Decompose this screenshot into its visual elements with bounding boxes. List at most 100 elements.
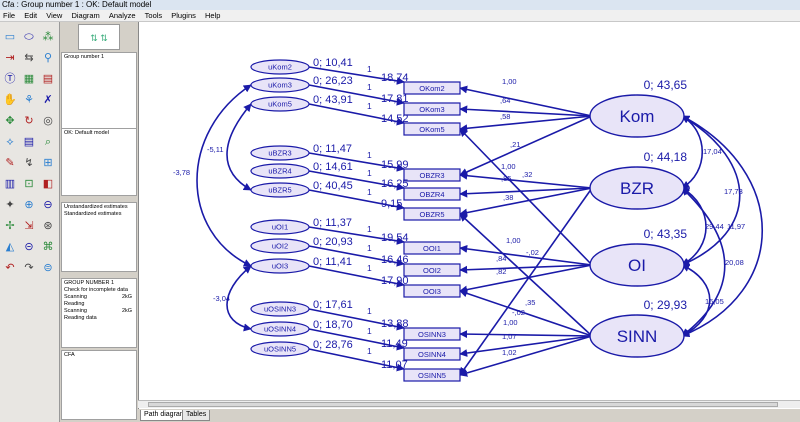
file-item[interactable]: CFA xyxy=(64,352,75,358)
tool-icon[interactable]: ⁂ xyxy=(42,31,54,43)
tool-icon[interactable]: ◭ xyxy=(5,241,15,253)
log-line: Reading data xyxy=(64,315,97,321)
menu-view[interactable]: View xyxy=(46,11,63,20)
standardized-option[interactable]: Standardized estimates xyxy=(64,211,122,217)
tool-icon[interactable]: ✗ xyxy=(43,94,53,106)
tool-icon[interactable]: ✥ xyxy=(5,115,15,127)
error-path xyxy=(308,245,405,267)
menu-analyze[interactable]: Analyze xyxy=(108,11,136,20)
loading-path xyxy=(459,335,593,357)
files-panel[interactable]: CFA xyxy=(61,350,137,420)
tool-icon[interactable]: ⚲ xyxy=(43,52,53,64)
loading-label: ,35 xyxy=(525,298,535,307)
tool-icon[interactable]: ⇆ xyxy=(24,52,34,64)
error-node-label: uKom5 xyxy=(268,100,292,109)
tool-icon[interactable]: ▭ xyxy=(4,31,16,43)
tool-icon[interactable]: ⊜ xyxy=(43,262,53,274)
tool-icon[interactable]: ✎ xyxy=(5,157,15,169)
observed-node-osinn3 xyxy=(403,327,461,341)
model-switch-icon[interactable]: ⇅ ⇅ xyxy=(78,24,120,50)
loading-label: 1,07 xyxy=(502,332,517,341)
tool-icon[interactable]: ▦ xyxy=(23,73,35,85)
intercept-label: 17,81 xyxy=(381,93,409,105)
unstandardized-option[interactable]: Unstandardized estimates xyxy=(64,204,128,210)
tool-icon[interactable]: ⊝ xyxy=(24,241,34,253)
error-variance-label: 0; 14,61 xyxy=(313,161,353,173)
error-variance-label: 0; 17,61 xyxy=(313,299,353,311)
loading-label: -,02 xyxy=(512,308,525,317)
tool-icon[interactable]: ⚘ xyxy=(24,94,34,106)
horizontal-scrollbar[interactable] xyxy=(138,400,800,408)
latent-variance-label: 0; 44,18 xyxy=(644,150,688,164)
tool-icon[interactable]: ▤ xyxy=(23,136,35,148)
menu-file[interactable]: File xyxy=(3,11,16,20)
menu-tools[interactable]: Tools xyxy=(144,11,163,20)
tool-icon[interactable]: ⇥ xyxy=(5,52,15,64)
factor-covariance xyxy=(681,264,711,337)
group-item[interactable]: Group number 1 xyxy=(64,54,105,60)
estimates-panel[interactable]: Unstandardized estimates Standardized es… xyxy=(61,202,137,272)
tool-icon[interactable]: ⊖ xyxy=(43,199,53,211)
tool-icon[interactable]: ✦ xyxy=(5,199,15,211)
tool-icon[interactable]: ↷ xyxy=(24,262,34,274)
latent-variance-label: 0; 29,93 xyxy=(644,298,688,312)
error-node-label: uOSINN5 xyxy=(264,345,296,354)
latent-node-label: SINN xyxy=(617,327,658,346)
tool-icon[interactable]: ⊛ xyxy=(43,220,53,232)
tool-icon[interactable]: ⊕ xyxy=(24,199,34,211)
menu-edit[interactable]: Edit xyxy=(24,11,38,20)
tool-icon[interactable]: ⌘ xyxy=(42,241,54,253)
loading-path xyxy=(459,330,593,339)
tool-icon[interactable]: ⇲ xyxy=(24,220,34,232)
observed-node-okom3 xyxy=(403,102,461,116)
observed-node-okom5 xyxy=(403,122,461,136)
model-item[interactable]: OK: Default model xyxy=(64,130,109,136)
loading-path xyxy=(459,128,593,266)
tool-icon[interactable]: ⌕ xyxy=(44,136,52,148)
log-line: Scanning 2kG xyxy=(64,308,133,314)
loading-path xyxy=(459,171,593,189)
factor-covariance xyxy=(681,115,741,266)
observed-node-label: OSINN4 xyxy=(418,350,446,359)
error-variance-label: 0; 11,47 xyxy=(313,143,352,155)
tab-tables[interactable]: Tables xyxy=(182,410,211,421)
error-node-ubzr5 xyxy=(250,182,310,198)
tool-icon[interactable]: ✢ xyxy=(5,220,15,232)
error-node-label: uOI2 xyxy=(272,242,288,251)
error-loading-label: 1 xyxy=(367,224,372,234)
menu-help[interactable]: Help xyxy=(204,11,221,20)
tool-icon[interactable]: ↻ xyxy=(24,115,34,127)
observed-node-ooi1 xyxy=(403,241,461,255)
tool-icon[interactable]: Ⓣ xyxy=(4,73,16,85)
error-path xyxy=(308,265,405,288)
tool-icon[interactable]: ↶ xyxy=(5,262,15,274)
tool-icon[interactable]: ◎ xyxy=(43,115,53,127)
error-path xyxy=(308,189,405,211)
path-diagram[interactable]: 1,00,64,58,211,00,85,32,381,00-,02,84,82… xyxy=(139,22,800,400)
scroll-thumb[interactable] xyxy=(148,402,778,407)
loading-path xyxy=(459,85,593,117)
observed-node-label: OSINN5 xyxy=(418,371,446,380)
error-loading-label: 1 xyxy=(367,346,372,356)
error-variance-label: 0; 10,41 xyxy=(313,57,353,69)
menu-plugins[interactable]: Plugins xyxy=(171,11,196,20)
error-path xyxy=(308,84,405,106)
error-node-label: uOSINN3 xyxy=(264,305,296,314)
menu-diagram[interactable]: Diagram xyxy=(71,11,100,20)
intercept-label: 14,52 xyxy=(381,113,409,125)
tool-icon[interactable]: ⟡ xyxy=(6,136,14,148)
tool-icon[interactable]: ⬭ xyxy=(24,31,34,43)
log-line: Scanning 2kG xyxy=(64,294,133,300)
tool-icon[interactable]: ✋ xyxy=(3,94,17,106)
tool-icon[interactable]: ↯ xyxy=(24,157,34,169)
tool-icon[interactable]: ⊡ xyxy=(24,178,34,190)
tool-icon[interactable]: ▥ xyxy=(4,178,16,190)
intercept-label: 11,07 xyxy=(381,359,408,371)
intercept-label: 19,54 xyxy=(381,232,409,244)
error-node-uosinn5 xyxy=(250,341,310,357)
models-panel[interactable]: OK: Default model xyxy=(61,128,137,196)
tool-icon[interactable]: ◧ xyxy=(42,178,54,190)
tool-icon[interactable]: ⊞ xyxy=(43,157,53,169)
tool-icon[interactable]: ▤ xyxy=(42,73,54,85)
